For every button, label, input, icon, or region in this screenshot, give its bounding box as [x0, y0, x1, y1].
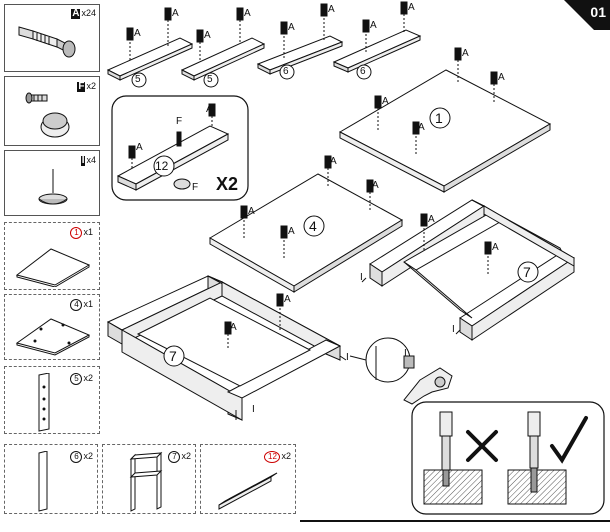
label-a: A	[288, 22, 295, 33]
label-a: A	[230, 322, 237, 333]
label-a: A	[462, 48, 469, 59]
label-a: A	[408, 2, 415, 13]
panel-7-icon	[129, 451, 163, 512]
label-a: A	[498, 72, 505, 83]
label-a: A	[284, 294, 291, 305]
label-f: F	[192, 182, 199, 193]
label-i: I	[252, 404, 255, 415]
label-i: I	[452, 324, 455, 335]
panel-12-icon	[218, 472, 278, 510]
page-number: 01	[590, 4, 606, 20]
label-i: I	[346, 352, 349, 363]
detail-magnifier	[349, 337, 453, 405]
label-a: A	[328, 4, 335, 15]
label-a: A	[428, 214, 435, 225]
label-1: 1	[435, 110, 443, 126]
knob-screw-icon	[25, 92, 70, 138]
wrong-mark-icon	[466, 430, 498, 462]
label-i: I	[404, 348, 407, 359]
page-corner	[550, 0, 610, 30]
label-4: 4	[309, 218, 317, 234]
label-f: F	[176, 116, 183, 127]
panel-1-icon	[15, 248, 91, 287]
quantity-x2: X2	[216, 174, 239, 194]
board-6-left	[256, 35, 344, 75]
label-a: A	[206, 104, 213, 115]
label-a: A	[370, 20, 377, 31]
board-5-right	[180, 37, 266, 81]
board-5-left	[106, 37, 194, 81]
glide-nails	[235, 277, 461, 420]
cam-dowel-icon	[18, 26, 76, 58]
panel-5-icon	[38, 373, 50, 432]
label-7-right: 7	[523, 264, 531, 280]
label-a: A	[382, 96, 389, 107]
board-12-inset	[111, 95, 249, 201]
frame-7-left	[106, 275, 342, 421]
label-7-left: 7	[169, 348, 177, 364]
label-a: A	[492, 242, 499, 253]
frame-7-right	[369, 199, 575, 341]
label-a: A	[372, 180, 379, 191]
label-5a: 5	[135, 74, 141, 85]
label-12: 12	[155, 159, 169, 173]
label-a: A	[330, 156, 337, 167]
label-a: A	[172, 8, 179, 19]
board-6-right	[332, 29, 422, 73]
label-a: A	[136, 142, 143, 153]
label-a: A	[204, 30, 211, 41]
dowel-detail-box	[411, 401, 605, 515]
label-a: A	[248, 206, 255, 217]
panel-4-icon	[15, 318, 91, 356]
label-6a: 6	[283, 66, 289, 77]
label-a: A	[288, 226, 295, 237]
label-a: A	[244, 8, 251, 19]
correct-mark-icon	[550, 416, 588, 464]
label-6b: 6	[360, 66, 366, 77]
glide-nail-icon	[38, 169, 68, 205]
page-bottom-rule	[300, 520, 610, 522]
label-a: A	[418, 122, 425, 133]
panel-6-icon	[38, 451, 48, 512]
panel-1-drawing	[338, 47, 552, 193]
label-a: A	[134, 28, 141, 39]
label-i: I	[360, 272, 363, 283]
label-5b: 5	[207, 74, 213, 85]
